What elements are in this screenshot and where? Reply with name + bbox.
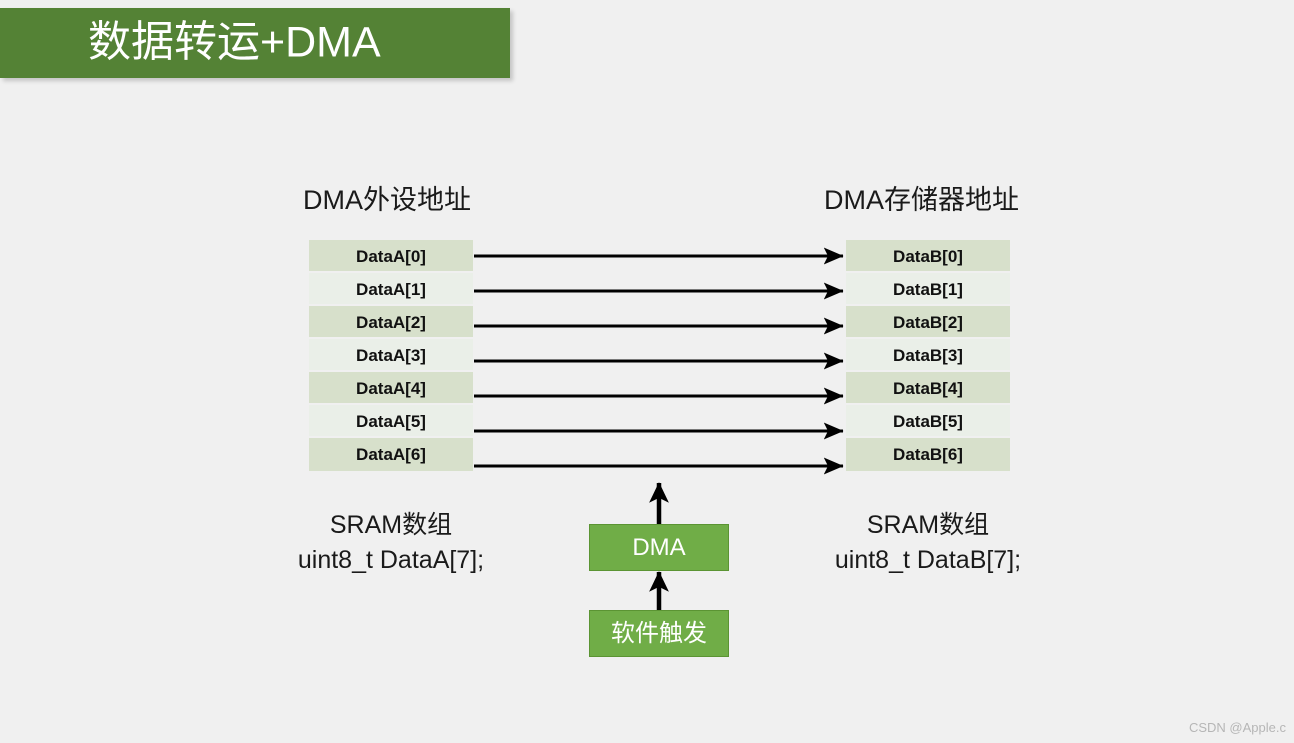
data-transfer-arrows <box>474 247 844 475</box>
table-row: DataA[3] <box>309 339 473 372</box>
memory-table-destination: DataB[0] DataB[1] DataB[2] DataB[3] Data… <box>846 240 1010 471</box>
caption-source-array: SRAM数组 uint8_t DataA[7]; <box>261 508 521 578</box>
table-row: DataB[6] <box>846 438 1010 471</box>
table-row: DataB[0] <box>846 240 1010 273</box>
table-row: DataA[4] <box>309 372 473 405</box>
memory-table-source: DataA[0] DataA[1] DataA[2] DataA[3] Data… <box>309 240 473 471</box>
table-row: DataA[0] <box>309 240 473 273</box>
caption-destination-array: SRAM数组 uint8_t DataB[7]; <box>798 508 1058 578</box>
caption-source-line2: uint8_t DataA[7]; <box>297 546 485 574</box>
csdn-watermark: CSDN @Apple.c <box>1188 720 1286 735</box>
table-row: DataA[1] <box>309 273 473 306</box>
table-row: DataA[5] <box>309 405 473 438</box>
title-banner: 数据转运+DMA <box>0 8 510 78</box>
software-trigger-box: 软件触发 <box>589 610 729 657</box>
table-row: DataA[6] <box>309 438 473 471</box>
heading-memory-address: DMA存储器地址 <box>824 185 1019 215</box>
table-row: DataB[5] <box>846 405 1010 438</box>
caption-source-line1: SRAM数组 <box>329 511 453 539</box>
table-row: DataB[2] <box>846 306 1010 339</box>
caption-destination-line2: uint8_t DataB[7]; <box>834 546 1022 574</box>
page-title: 数据转运+DMA <box>88 18 381 67</box>
table-row: DataB[4] <box>846 372 1010 405</box>
table-row: DataB[3] <box>846 339 1010 372</box>
table-row: DataB[1] <box>846 273 1010 306</box>
dma-box: DMA <box>589 524 729 571</box>
heading-peripheral-address: DMA外设地址 <box>303 185 471 215</box>
table-row: DataA[2] <box>309 306 473 339</box>
caption-destination-line1: SRAM数组 <box>866 511 990 539</box>
